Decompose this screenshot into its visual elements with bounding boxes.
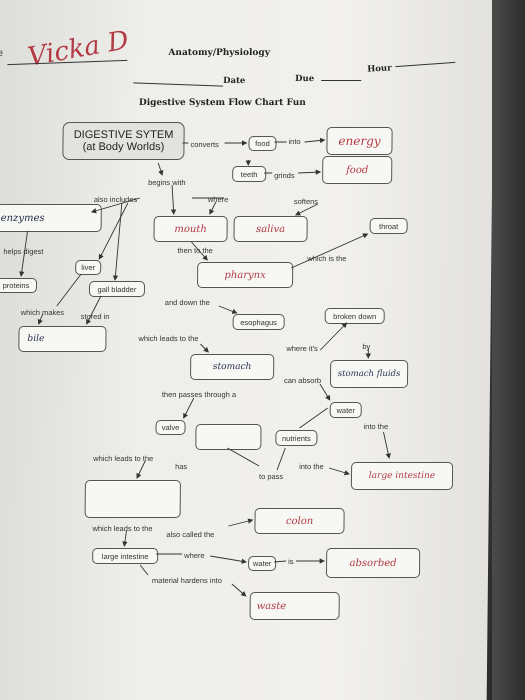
- arrow-to-blank-box-2: [136, 460, 146, 479]
- arrow-into-the-2: [328, 467, 350, 476]
- line-to-material: [139, 564, 149, 576]
- arrow-to-gall-bladder: [112, 202, 123, 281]
- line-blank-to-pass: [227, 447, 260, 467]
- line-water-is: [274, 560, 287, 563]
- arrow-to-proteins: [19, 230, 29, 277]
- arrow-to-pharynx: [191, 241, 208, 261]
- arrow-to-mouth: [170, 184, 177, 215]
- arrow-to-liver: [98, 202, 129, 260]
- arrow-to-enzymes: [90, 197, 141, 214]
- arrow-begins-with: [157, 162, 164, 176]
- arrow-where: [209, 201, 217, 215]
- arrow-to-colon: [228, 518, 254, 527]
- flowchart-connectors: [19, 137, 391, 597]
- line-to-pass: [276, 447, 286, 471]
- arrow-to-bile: [37, 313, 44, 325]
- arrow-stored-in: [86, 295, 102, 325]
- arrow-to-large-intestine: [122, 530, 128, 547]
- arrow-to-stomach: [200, 343, 209, 353]
- arrow-to-valve: [183, 397, 195, 419]
- line-nutrients-up: [299, 407, 328, 429]
- background-edge: [492, 0, 525, 700]
- arrow-to-broken-down: [320, 322, 348, 351]
- arrow-to-water-2: [210, 555, 248, 564]
- line-liver-makes: [56, 273, 82, 307]
- arrow-to-esophagus: [218, 305, 238, 314]
- worksheet-paper: e Vicka D Anatomy/Physiology Hour Date D…: [0, 0, 495, 700]
- arrow-to-water: [319, 383, 331, 401]
- arrow-to-energy: [304, 137, 326, 144]
- arrow-to-waste: [231, 583, 247, 597]
- arrow-to-food-answer: [298, 169, 322, 175]
- arrow-into-large-intestine: [383, 431, 391, 459]
- arrow-softens: [294, 203, 319, 216]
- arrow-to-throat: [291, 233, 369, 269]
